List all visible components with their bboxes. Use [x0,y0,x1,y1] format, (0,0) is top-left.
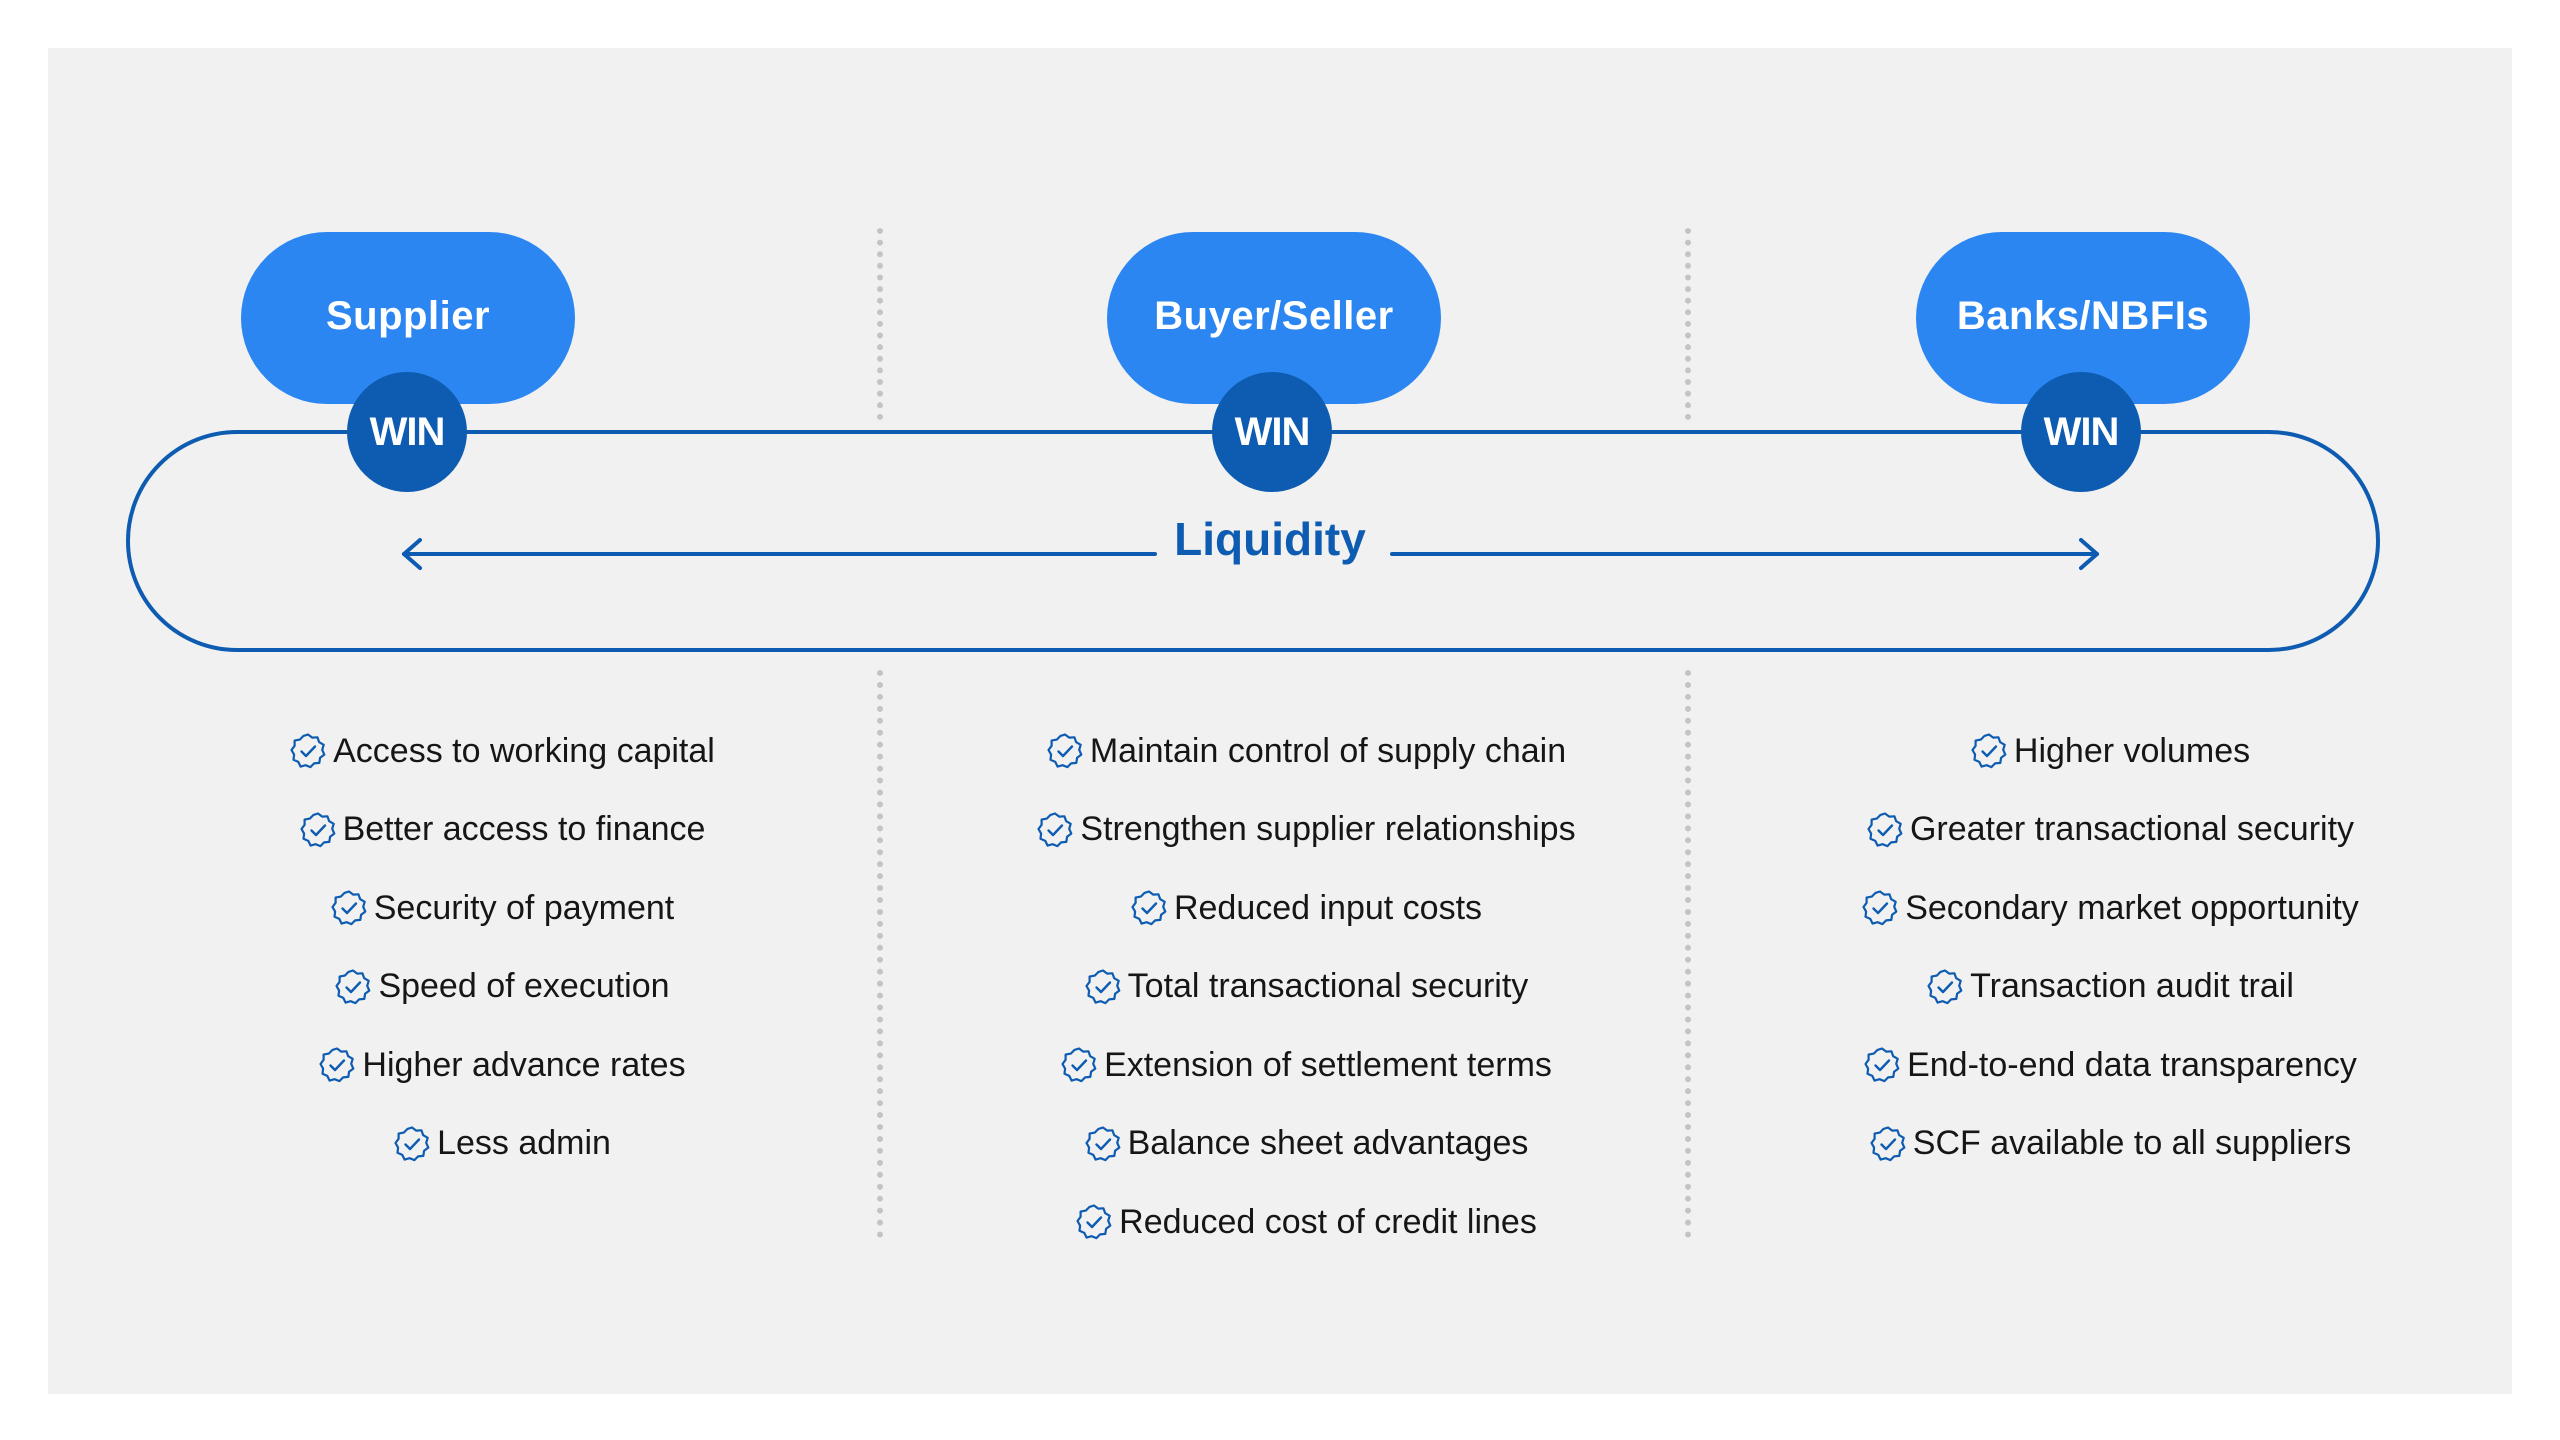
benefit-text: End-to-end data transparency [1907,1045,2357,1084]
left-arrow-head [402,538,422,570]
check-badge-icon [1926,968,1970,1006]
win-badge: WIN [2021,372,2141,492]
check-badge-icon [318,1046,362,1084]
check-badge-icon [289,732,333,770]
benefit-text: Extension of settlement terms [1104,1045,1552,1084]
benefit-item: Reduced input costs [926,869,1686,948]
benefit-item: End-to-end data transparency [1730,1026,2490,1105]
benefit-item: Secondary market opportunity [1730,869,2490,948]
benefit-text: Reduced cost of credit lines [1119,1202,1537,1241]
benefit-item: Better access to finance [122,791,882,870]
check-badge-icon [334,968,378,1006]
benefit-item: Security of payment [122,869,882,948]
win-badge: WIN [347,372,467,492]
column-divider [877,670,883,1238]
check-badge-icon [1130,889,1174,927]
pill-label: Banks/NBFIs [1956,294,2210,338]
benefit-text: SCF available to all suppliers [1912,1124,2352,1163]
benefit-text: Security of payment [373,888,675,927]
benefit-item: Less admin [122,1105,882,1184]
column-divider [1685,228,1691,420]
benefit-text: Secondary market opportunity [1905,888,2359,927]
column-divider [1685,670,1691,1238]
benefit-item: Transaction audit trail [1730,948,2490,1027]
benefit-text: Strengthen supplier relationships [1080,810,1576,849]
check-badge-icon [330,889,374,927]
benefit-text: Transaction audit trail [1970,967,2294,1006]
check-badge-icon [299,811,343,849]
benefit-item: Strengthen supplier relationships [926,791,1686,870]
liquidity-label: Liquidity [1174,513,1366,565]
benefit-text: Reduced input costs [1173,888,1483,927]
benefit-text: Access to working capital [333,731,715,770]
benefit-item: Balance sheet advantages [926,1105,1686,1184]
column-divider [877,228,883,420]
benefit-text: Higher volumes [2013,731,2251,770]
pill-label: Buyer/Seller [1154,294,1394,338]
check-badge-icon [1861,889,1905,927]
check-badge-icon [393,1125,437,1163]
benefit-text: Maintain control of supply chain [1089,731,1567,770]
benefit-text: Less admin [437,1124,611,1163]
right-arrow-head [2079,538,2099,570]
check-badge-icon [1084,1125,1128,1163]
benefit-text: Speed of execution [378,967,670,1006]
check-badge-icon [1036,811,1080,849]
benefit-item: Speed of execution [122,948,882,1027]
benefit-item: Total transactional security [926,948,1686,1027]
benefit-text: Higher advance rates [362,1045,686,1084]
benefit-text: Greater transactional security [1909,810,2355,849]
benefit-text: Total transactional security [1127,967,1529,1006]
check-badge-icon [1866,811,1910,849]
benefit-item: Higher advance rates [122,1026,882,1105]
check-badge-icon [1060,1046,1104,1084]
win-badge: WIN [1212,372,1332,492]
benefit-text: Balance sheet advantages [1127,1124,1529,1163]
benefit-item: SCF available to all suppliers [1730,1105,2490,1184]
benefit-item: Higher volumes [1730,712,2490,791]
pill-label: Supplier [325,294,491,338]
check-badge-icon [1046,732,1090,770]
check-badge-icon [1869,1125,1913,1163]
check-badge-icon [1970,732,2014,770]
check-badge-icon [1084,968,1128,1006]
check-badge-icon [1075,1203,1119,1241]
benefit-text: Better access to finance [342,810,706,849]
benefit-item: Greater transactional security [1730,791,2490,870]
benefit-item: Reduced cost of credit lines [926,1183,1686,1262]
benefit-item: Maintain control of supply chain [926,712,1686,791]
benefit-item: Access to working capital [122,712,882,791]
check-badge-icon [1863,1046,1907,1084]
benefit-item: Extension of settlement terms [926,1026,1686,1105]
